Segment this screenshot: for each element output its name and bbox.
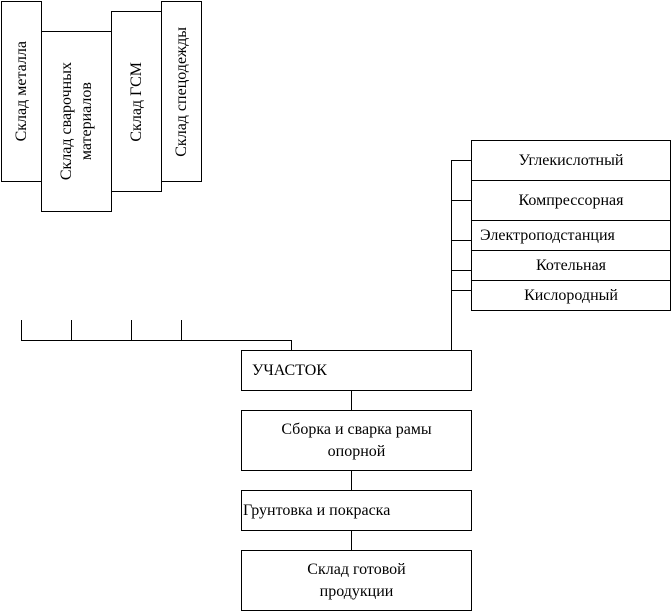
- warehouse-metal-label: Склад металла: [12, 41, 30, 142]
- connector-utility-spine: [451, 160, 452, 350]
- connector-flow-1: [351, 390, 352, 410]
- utility-boiler: Котельная: [471, 251, 671, 281]
- finished-goods-box: Склад готовой продукции: [241, 550, 472, 611]
- warehouse-workwear-label: Склад спецодежды: [172, 26, 190, 157]
- label-line-1: Склад сварочных: [57, 62, 75, 181]
- priming-painting-box: Грунтовка и покраска: [241, 490, 472, 531]
- utility-substation: Электроподстанция: [471, 221, 671, 251]
- section-box: УЧАСТОК: [241, 350, 472, 391]
- warehouse-metal: Склад металла: [1, 1, 42, 182]
- utility-compressor-label: Компрессорная: [518, 191, 624, 209]
- utility-substation-label: Электроподстанция: [480, 226, 615, 244]
- label-line-2: продукции: [319, 582, 394, 600]
- connector-utility-3: [451, 240, 471, 241]
- connector-warehouse-bus: [21, 340, 292, 341]
- label-line-1: Склад готовой: [307, 560, 406, 578]
- connector-utility-4: [451, 270, 471, 271]
- connector-flow-3: [351, 530, 352, 550]
- connector-utility-2: [451, 200, 471, 201]
- connector-utility-1: [451, 160, 471, 161]
- connector-warehouse-2: [71, 320, 72, 341]
- label-line-1: Сборка и сварка рамы: [281, 420, 432, 438]
- warehouse-fuel-label: Склад ГСМ: [127, 61, 145, 142]
- section-label: УЧАСТОК: [252, 361, 327, 379]
- connector-utility-5: [451, 290, 471, 291]
- assembly-welding-box: Сборка и сварка рамы опорной: [241, 410, 472, 471]
- utility-co2-label: Углекислотный: [518, 151, 624, 169]
- utility-boiler-label: Котельная: [535, 256, 607, 274]
- utility-co2: Углекислотный: [471, 140, 671, 181]
- warehouse-workwear: Склад спецодежды: [161, 1, 202, 182]
- label-line-2: опорной: [327, 442, 386, 460]
- priming-painting-label: Грунтовка и покраска: [243, 501, 391, 519]
- utility-oxygen-label: Кислородный: [524, 286, 618, 304]
- connector-warehouse-to-section: [291, 340, 292, 350]
- assembly-welding-label: Сборка и сварка рамы опорной: [281, 419, 431, 463]
- label-line-2: материалов: [77, 82, 95, 161]
- connector-warehouse-3: [131, 320, 132, 341]
- connector-flow-2: [351, 470, 352, 490]
- utility-oxygen: Кислородный: [471, 281, 671, 311]
- connector-warehouse-1: [21, 320, 22, 341]
- utility-compressor: Компрессорная: [471, 181, 671, 221]
- finished-goods-label: Склад готовой продукции: [307, 559, 405, 603]
- connector-warehouse-4: [181, 320, 182, 341]
- warehouse-fuel: Склад ГСМ: [111, 11, 162, 192]
